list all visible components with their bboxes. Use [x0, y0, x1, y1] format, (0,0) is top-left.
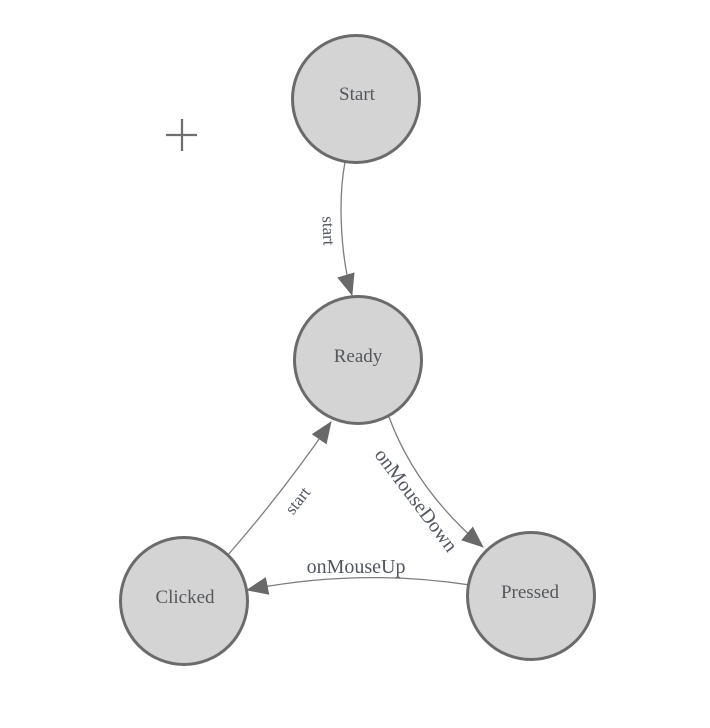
nodes-layer: Start Ready Clicked Pressed — [119, 34, 596, 666]
state-node-pressed[interactable]: Pressed — [466, 531, 596, 661]
state-node-ready[interactable]: Ready — [293, 295, 423, 425]
state-node-clicked[interactable]: Clicked — [119, 536, 249, 666]
state-circle-clicked[interactable] — [119, 536, 249, 666]
state-node-start[interactable]: Start — [291, 34, 421, 164]
state-label-pressed: Pressed — [501, 582, 560, 603]
transition-clicked-to-ready[interactable] — [226, 421, 332, 557]
transition-start-to-ready[interactable] — [337, 161, 355, 296]
state-label-clicked: Clicked — [155, 587, 215, 608]
state-label-start: Start — [339, 84, 376, 105]
transition-ready-to-pressed[interactable] — [388, 416, 484, 548]
transition-label-pressed-to-clicked: onMouseUp — [307, 556, 406, 578]
state-circle-start[interactable] — [291, 34, 421, 164]
crosshair-icon — [166, 119, 197, 151]
state-circle-ready[interactable] — [293, 295, 423, 425]
state-label-ready: Ready — [334, 346, 383, 367]
transition-pressed-to-clicked[interactable] — [246, 576, 471, 595]
transition-label-start-to-ready: start — [318, 216, 338, 246]
state-circle-pressed[interactable] — [466, 531, 596, 661]
